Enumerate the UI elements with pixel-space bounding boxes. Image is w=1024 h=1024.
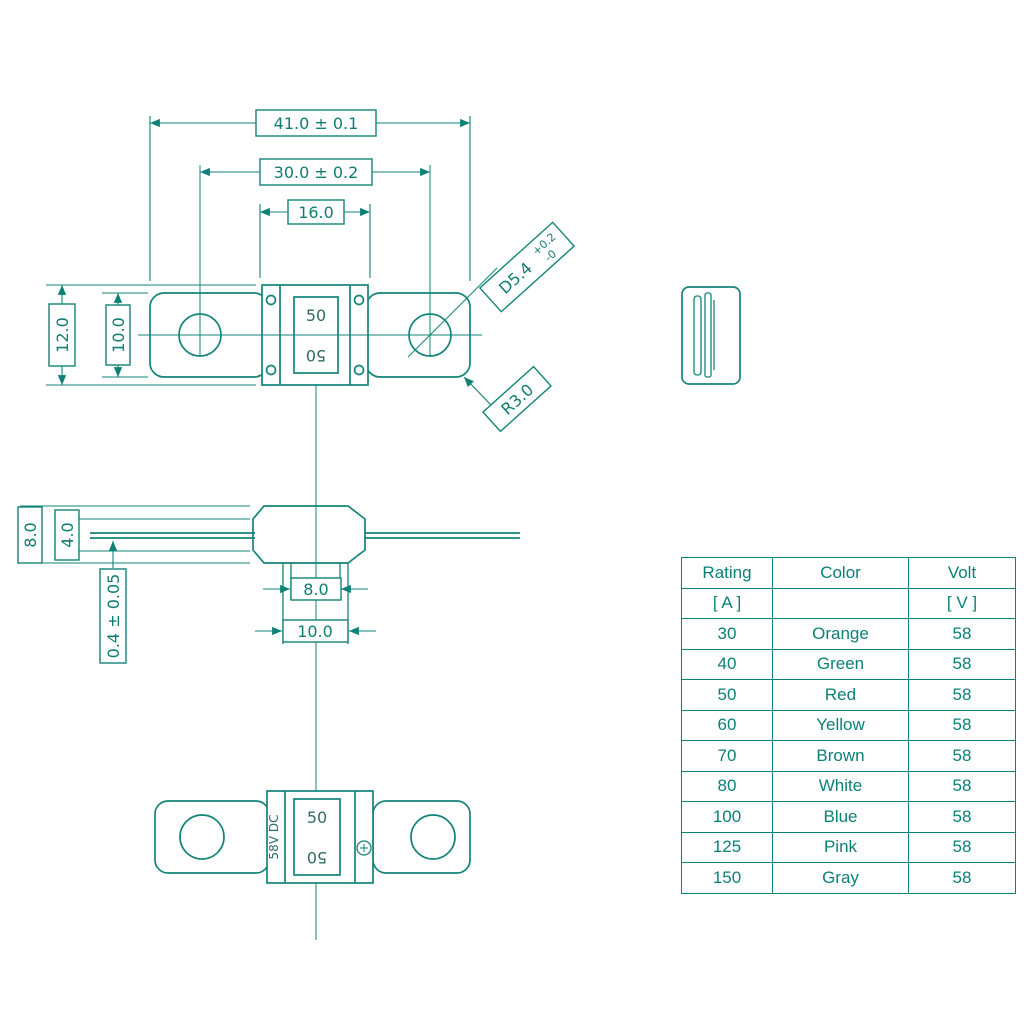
dim-body-height-label: 12.0 bbox=[48, 303, 76, 367]
rating-marking-mirrored: 50 bbox=[307, 848, 327, 867]
rating-cell: 70 bbox=[681, 740, 773, 772]
volt-cell: 58 bbox=[908, 831, 1016, 863]
dim-slot-inner-width-label: 8.0 bbox=[290, 577, 342, 601]
table-row: 150 Gray 58 bbox=[681, 862, 1016, 894]
rating-marking-mirrored: 50 bbox=[306, 346, 326, 365]
units-rating: [ A ] bbox=[681, 587, 773, 619]
svg-text:16.0: 16.0 bbox=[298, 203, 334, 222]
svg-text:10.0: 10.0 bbox=[109, 317, 128, 353]
end-view bbox=[681, 286, 741, 385]
volt-cell: 58 bbox=[908, 740, 1016, 772]
header-color: Color bbox=[772, 557, 909, 589]
front-view bbox=[154, 790, 471, 884]
volt-cell: 58 bbox=[908, 801, 1016, 833]
svg-text:4.0: 4.0 bbox=[58, 522, 77, 547]
color-cell: Green bbox=[772, 648, 909, 680]
table-units-row: [ A ] [ V ] bbox=[681, 587, 1016, 619]
table-row: 80 White 58 bbox=[681, 770, 1016, 802]
rating-marking: 50 bbox=[306, 306, 326, 325]
dim-slot-outer-width-label: 10.0 bbox=[282, 619, 349, 643]
table-row: 125 Pink 58 bbox=[681, 831, 1016, 863]
units-volt: [ V ] bbox=[908, 587, 1016, 619]
rating-cell: 40 bbox=[681, 648, 773, 680]
dim-side-body-height-label: 4.0 bbox=[54, 509, 80, 561]
rating-table: Rating Color Volt [ A ] [ V ] 30 Orange … bbox=[681, 557, 1016, 894]
dim-hole-spacing-label: 30.0 ± 0.2 bbox=[259, 158, 373, 186]
svg-text:30.0 ± 0.2: 30.0 ± 0.2 bbox=[274, 163, 359, 182]
table-row: 60 Yellow 58 bbox=[681, 709, 1016, 741]
dim-overall-length-label: 41.0 ± 0.1 bbox=[255, 109, 377, 137]
side-body bbox=[252, 505, 366, 564]
header-rating: Rating bbox=[681, 557, 773, 589]
volt-cell: 58 bbox=[908, 679, 1016, 711]
color-cell: Orange bbox=[772, 618, 909, 650]
header-volt: Volt bbox=[908, 557, 1016, 589]
volt-cell: 58 bbox=[908, 709, 1016, 741]
color-cell: Brown bbox=[772, 740, 909, 772]
volt-cell: 58 bbox=[908, 770, 1016, 802]
rivet bbox=[265, 294, 277, 306]
dim-terminal-thickness-label: 0.4 ± 0.05 bbox=[99, 568, 127, 664]
brand-mark-icon bbox=[356, 840, 372, 856]
rivet bbox=[265, 364, 277, 376]
rating-cell: 30 bbox=[681, 618, 773, 650]
units-color bbox=[772, 587, 909, 619]
top-view-markings: 50 50 bbox=[306, 306, 326, 365]
dim-overall-height-label: 8.0 bbox=[17, 506, 43, 564]
rating-cell: 150 bbox=[681, 862, 773, 894]
table-row: 70 Brown 58 bbox=[681, 740, 1016, 772]
rating-cell: 60 bbox=[681, 709, 773, 741]
voltage-marking: 58V DC bbox=[267, 815, 281, 860]
table-row: 30 Orange 58 bbox=[681, 618, 1016, 650]
color-cell: Red bbox=[772, 679, 909, 711]
svg-text:0.4 ± 0.05: 0.4 ± 0.05 bbox=[104, 574, 123, 659]
rating-cell: 80 bbox=[681, 770, 773, 802]
table-row: 100 Blue 58 bbox=[681, 801, 1016, 833]
color-cell: Yellow bbox=[772, 709, 909, 741]
svg-text:10.0: 10.0 bbox=[297, 622, 333, 641]
volt-cell: 58 bbox=[908, 618, 1016, 650]
svg-text:8.0: 8.0 bbox=[303, 580, 328, 599]
svg-text:8.0: 8.0 bbox=[21, 522, 40, 547]
table-row: 40 Green 58 bbox=[681, 648, 1016, 680]
dimension-labels: 41.0 ± 0.1 30.0 ± 0.2 16.0 12.0 10.0 D5.… bbox=[17, 109, 576, 664]
volt-cell: 58 bbox=[908, 648, 1016, 680]
dim-hole-diameter-label: D5.4 +0.2 -0 bbox=[478, 221, 576, 313]
rating-cell: 100 bbox=[681, 801, 773, 833]
rivet bbox=[353, 364, 365, 376]
dim-corner-radius-label: R3.0 bbox=[482, 365, 552, 433]
rivet bbox=[353, 294, 365, 306]
color-cell: Pink bbox=[772, 831, 909, 863]
marking-window bbox=[293, 798, 341, 876]
volt-cell: 58 bbox=[908, 862, 1016, 894]
front-view-markings: 50 50 58V DC bbox=[267, 808, 327, 867]
table-row: 50 Red 58 bbox=[681, 679, 1016, 711]
rating-cell: 125 bbox=[681, 831, 773, 863]
left-mounting-hole bbox=[179, 814, 225, 860]
svg-text:41.0 ± 0.1: 41.0 ± 0.1 bbox=[274, 114, 359, 133]
dim-body-width-label: 16.0 bbox=[287, 199, 345, 225]
color-cell: Gray bbox=[772, 862, 909, 894]
color-cell: Blue bbox=[772, 801, 909, 833]
dim-terminal-width-label: 10.0 bbox=[105, 304, 131, 366]
rating-cell: 50 bbox=[681, 679, 773, 711]
table-header-row: Rating Color Volt bbox=[681, 557, 1016, 589]
rating-marking: 50 bbox=[307, 808, 327, 827]
color-cell: White bbox=[772, 770, 909, 802]
right-mounting-hole bbox=[410, 814, 456, 860]
svg-text:12.0: 12.0 bbox=[53, 317, 72, 353]
